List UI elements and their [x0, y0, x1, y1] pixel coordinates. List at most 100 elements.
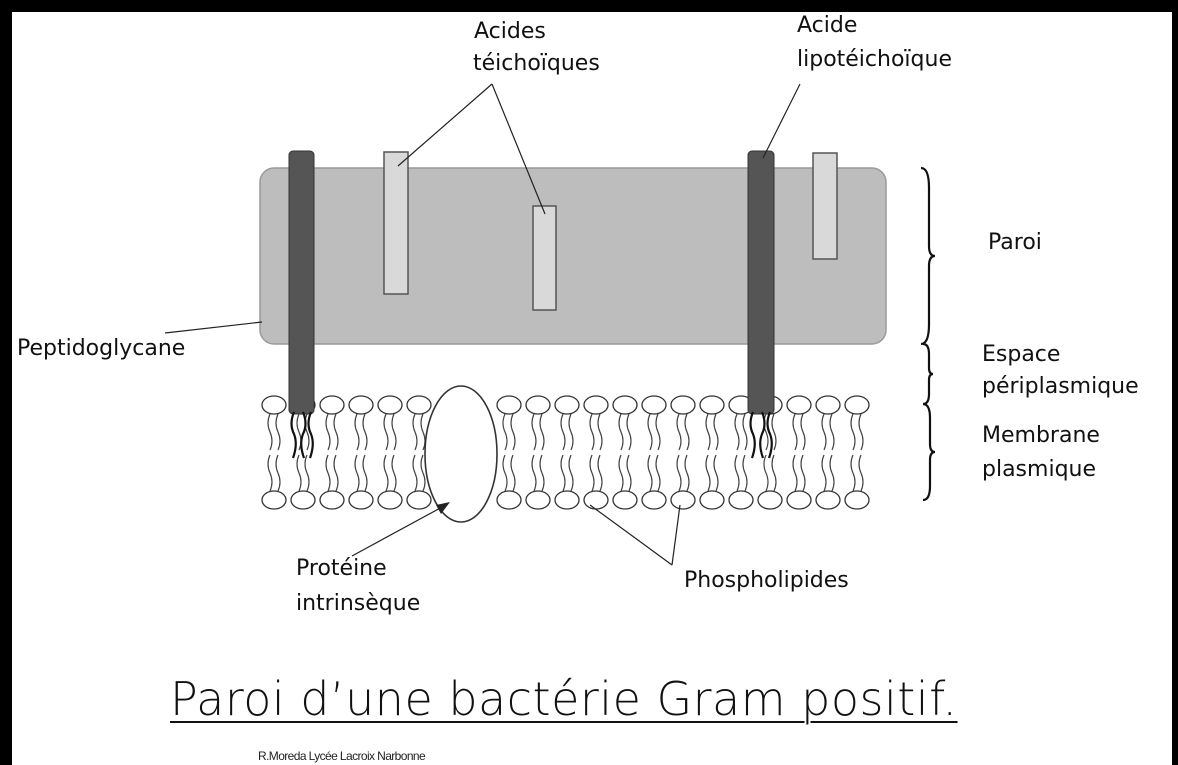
leader-line-phospholipides-2: [672, 505, 680, 565]
phospholipid-head: [320, 491, 344, 509]
lipoteichoic-anchor-tails-1: [292, 412, 313, 458]
label-acide-lipoteichoique-line1: Acide: [797, 10, 857, 41]
phospholipid-tail: [685, 414, 689, 450]
phospholipid-head: [349, 491, 373, 509]
lipoteichoic-acid-bar-1: [289, 151, 314, 414]
phospholipid-tail: [743, 414, 747, 450]
phospholipid-head: [613, 396, 637, 414]
phospholipid-head: [378, 396, 402, 414]
phospholipid-tail: [619, 414, 623, 450]
phospholipid-head: [700, 396, 724, 414]
phospholipid-head: [758, 491, 782, 509]
phospholipid-tail: [822, 414, 826, 450]
phospholipid-tail: [413, 414, 417, 450]
lipoteichoic-acid-bar-2: [748, 151, 774, 414]
phospholipid-tail: [540, 455, 544, 491]
phospholipid-tail: [540, 414, 544, 450]
phospholipid-tail: [326, 414, 330, 450]
label-espace-periplasmique-line2: périplasmique: [982, 371, 1139, 402]
label-acide-lipoteichoique-line2: lipotéichoïque: [797, 44, 952, 75]
phospholipid-tail: [772, 455, 776, 491]
phospholipid-tail: [384, 455, 388, 491]
phospholipid-tail: [764, 455, 768, 491]
phospholipid-head: [845, 396, 869, 414]
phospholipid-tail: [590, 455, 594, 491]
phospholipid-tail: [413, 455, 417, 491]
phospholipid-tail: [569, 414, 573, 450]
phospholipid-tail: [363, 455, 367, 491]
phospholipid-tail: [355, 455, 359, 491]
label-paroi: Paroi: [988, 227, 1042, 258]
phospholipid-head: [291, 491, 315, 509]
phospholipid-tail: [569, 455, 573, 491]
lipoteichoic-anchor-tails-2: [751, 412, 772, 458]
phospholipid-tail: [503, 414, 507, 450]
phospholipid-tail: [706, 414, 710, 450]
phospholipid-tail: [421, 414, 425, 450]
phospholipid-head: [497, 396, 521, 414]
phospholipid-head: [845, 491, 869, 509]
phospholipid-tail: [297, 455, 301, 491]
phospholipid-head: [787, 491, 811, 509]
phospholipid-tail: [619, 455, 623, 491]
brace-paroi: [921, 168, 935, 344]
phospholipid-head: [729, 491, 753, 509]
phospholipid-head: [555, 491, 579, 509]
phospholipid-tail: [392, 455, 396, 491]
phospholipid-tail: [677, 414, 681, 450]
phospholipid-tail: [334, 414, 338, 450]
phospholipid-tail: [627, 455, 631, 491]
phospholipid-tail: [532, 455, 536, 491]
phospholipid-head: [642, 396, 666, 414]
phospholipid-tail: [793, 455, 797, 491]
teichoic-acid-bar-1: [384, 152, 408, 294]
phospholipid-tail: [648, 414, 652, 450]
label-acides-teichoiques-line2: téichoïques: [473, 48, 600, 79]
phospholipid-tail: [743, 455, 747, 491]
leader-line-lipoteichoic: [763, 84, 800, 158]
phospholipid-tail: [706, 455, 710, 491]
phospholipid-tail: [656, 455, 660, 491]
phospholipid-tail: [355, 414, 359, 450]
phospholipid-tail: [532, 414, 536, 450]
phospholipid-tail: [334, 455, 338, 491]
phospholipid-head: [816, 491, 840, 509]
phospholipid-head: [642, 491, 666, 509]
phospholipid-tail: [648, 455, 652, 491]
label-espace-periplasmique-line1: Espace: [982, 339, 1060, 370]
phospholipid-tail: [503, 455, 507, 491]
phospholipid-tail: [561, 455, 565, 491]
phospholipid-tail: [326, 455, 330, 491]
teichoic-acid-bar-2: [533, 206, 556, 310]
diagram-title: Paroi d’une bactérie Gram positif.: [170, 672, 958, 726]
phospholipid-head: [816, 396, 840, 414]
phospholipid-tail: [830, 414, 834, 450]
phospholipid-tail: [714, 414, 718, 450]
phospholipid-head: [526, 396, 550, 414]
phospholipid-tail: [801, 414, 805, 450]
peptidoglycan-layer: [260, 168, 886, 344]
author-credit: R.Moreda Lycée Lacroix Narbonne: [258, 749, 425, 763]
phospholipid-tail: [793, 414, 797, 450]
label-acides-teichoiques-line1: Acides: [474, 16, 546, 47]
phospholipid-tail: [268, 455, 272, 491]
phospholipid-tail: [830, 455, 834, 491]
label-membrane-plasmique-line1: Membrane: [982, 420, 1100, 451]
brace-membrane-plasmique: [923, 404, 935, 500]
phospholipid-head: [555, 396, 579, 414]
phospholipid-head: [407, 396, 431, 414]
phospholipid-tail: [305, 455, 309, 491]
phospholipid-tail: [384, 414, 388, 450]
phospholipid-head: [787, 396, 811, 414]
phospholipid-head: [497, 491, 521, 509]
phospholipid-head: [584, 491, 608, 509]
integral-protein: [425, 386, 497, 522]
phospholipid-tail: [363, 414, 367, 450]
phospholipid-head: [407, 491, 431, 509]
leader-line-phospholipides-1: [590, 505, 672, 565]
phospholipid-head: [700, 491, 724, 509]
phospholipid-tail: [851, 414, 855, 450]
label-peptidoglycane: Peptidoglycane: [17, 333, 185, 364]
phospholipid-tail: [822, 455, 826, 491]
